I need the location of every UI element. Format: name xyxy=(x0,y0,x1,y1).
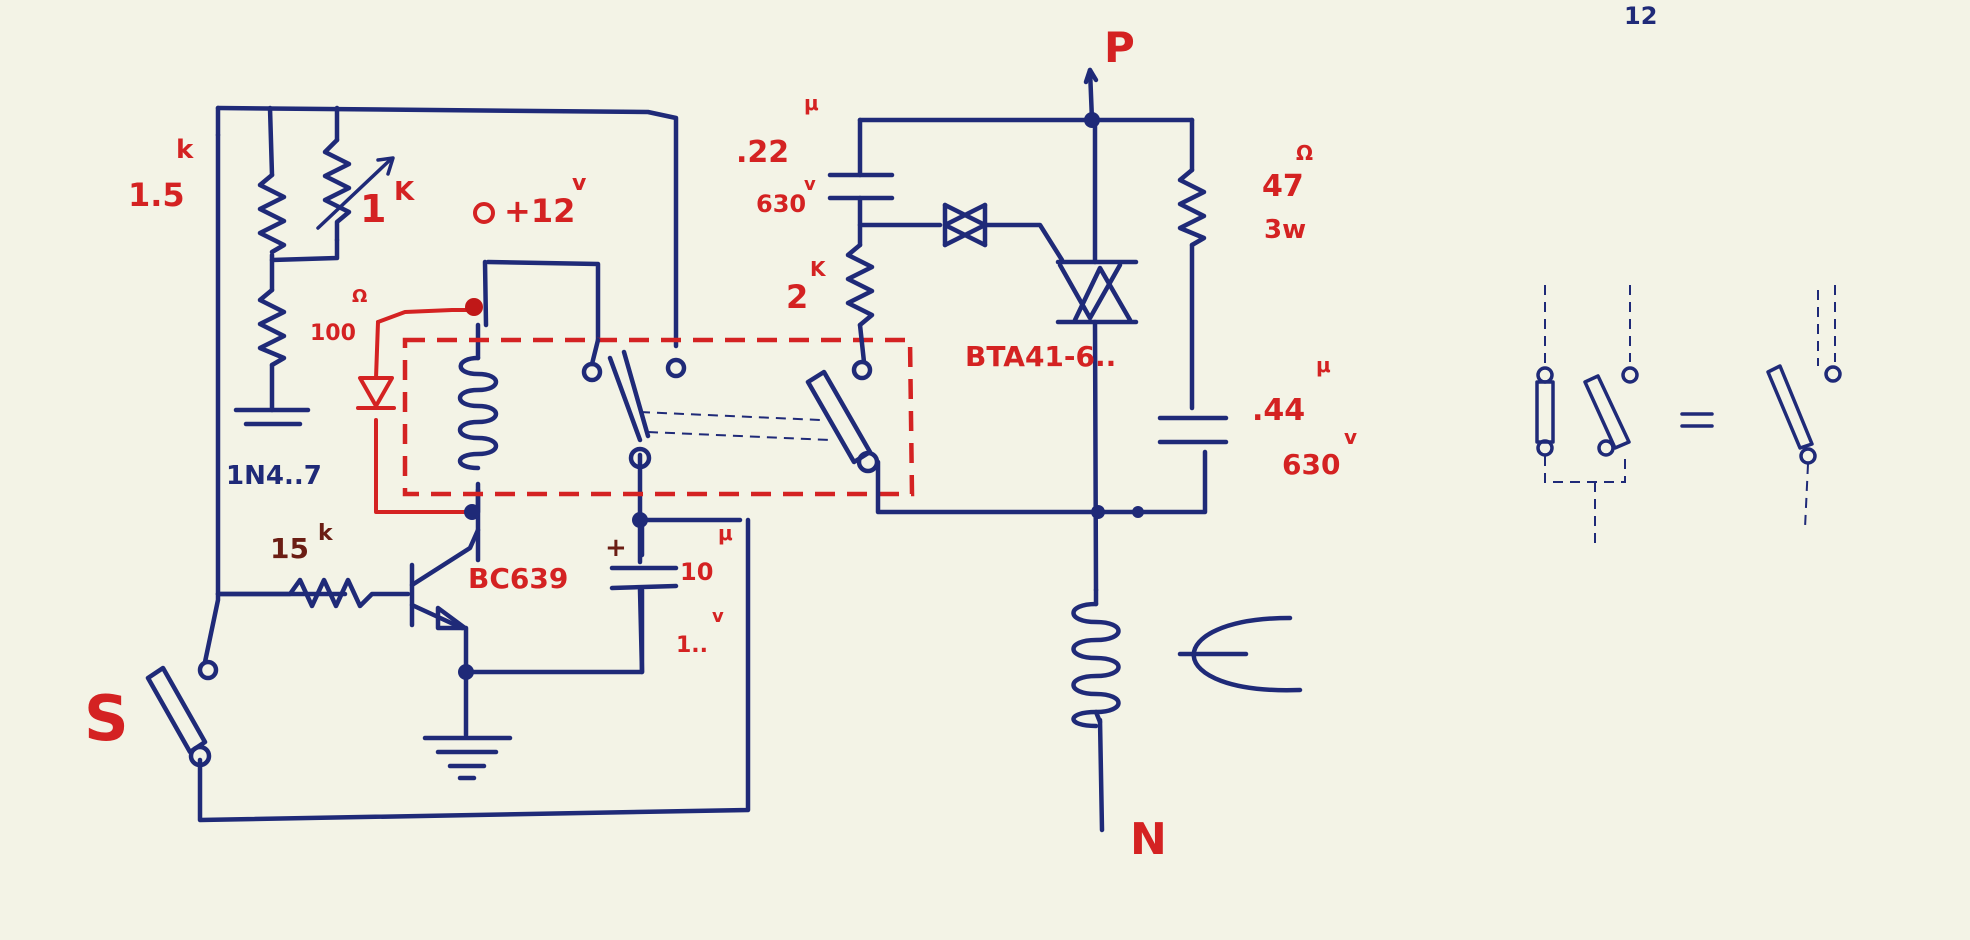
junction-dot xyxy=(1091,505,1105,519)
relay-enclosure xyxy=(402,337,915,497)
resistor-2k xyxy=(845,242,875,328)
c44-value-label: .44 xyxy=(1252,393,1305,428)
transistor-bc639 xyxy=(409,527,481,631)
c44-voltage-label: 630 xyxy=(1282,448,1340,481)
c22-voltage-label: 630 xyxy=(756,190,806,218)
mechanical-link-1 xyxy=(639,411,821,421)
resistor-lower xyxy=(257,287,287,368)
pot-unit-label: K xyxy=(394,177,415,207)
mechanical-link-2 xyxy=(647,431,831,441)
c22-voltage-unit-label: v xyxy=(804,174,816,195)
junction-dot xyxy=(1084,112,1100,128)
junction-dot xyxy=(458,664,474,680)
switch-equivalence-note xyxy=(1535,285,1842,545)
switch-s xyxy=(145,659,219,768)
zener-diode-symbol xyxy=(233,407,311,427)
potentiometer-1k xyxy=(316,137,395,243)
r1-value-label: 1.5 xyxy=(128,176,185,214)
junction-dot xyxy=(632,512,648,528)
load-coil xyxy=(1071,587,1121,729)
relay-contact-left xyxy=(581,337,687,470)
right-wiring xyxy=(857,67,1208,833)
c44-unit-label: μ xyxy=(1316,353,1331,377)
r2k-value-label: 2 xyxy=(786,278,808,316)
capacitor-022u xyxy=(827,172,895,201)
cap-voltage-label: 1.. xyxy=(676,633,708,658)
junction-dot xyxy=(464,504,480,520)
phase-label: P xyxy=(1104,23,1135,72)
triac-bta41 xyxy=(1055,259,1139,325)
cap-voltage-unit-label: v xyxy=(712,606,724,627)
supply-unit-label: v xyxy=(572,171,587,196)
relay-contact-terminal xyxy=(851,359,873,381)
c22-unit-label: μ xyxy=(804,91,819,115)
relay-contact-right xyxy=(805,369,880,474)
r47-power-label: 3w xyxy=(1264,215,1306,245)
junction-dot-red xyxy=(465,298,483,316)
transistor-label: BC639 xyxy=(468,562,568,595)
relay-coil xyxy=(457,322,499,515)
r100-value-label: 100 xyxy=(310,321,356,346)
r1-prefix-label: k xyxy=(176,135,194,165)
r47-unit-label: Ω xyxy=(1296,141,1313,165)
diac xyxy=(942,202,988,248)
red-protection-loop xyxy=(356,308,477,514)
cap-unit-label: μ xyxy=(718,521,733,545)
cap-value-label: 10 xyxy=(680,558,713,586)
r47-value-label: 47 xyxy=(1262,169,1304,204)
supply-label: +12 xyxy=(504,192,575,230)
junction-dot xyxy=(1132,506,1144,518)
triac-label: BTA41-6.. xyxy=(965,340,1116,373)
corner-mark-label: 12 xyxy=(1624,2,1657,30)
r15-value-label: 15 xyxy=(270,532,309,565)
motor-core-symbol xyxy=(1177,615,1303,693)
supply-terminal xyxy=(473,202,495,224)
r2k-unit-label: K xyxy=(810,257,827,281)
r100-unit-label: Ω xyxy=(352,286,367,307)
r15-unit-label: k xyxy=(318,521,334,546)
capacitor-044u xyxy=(1157,415,1229,445)
c44-voltage-unit-label: v xyxy=(1344,425,1357,449)
cap-plus-label: + xyxy=(605,533,627,563)
resistor-47r xyxy=(1177,167,1207,248)
c22-value-label: .22 xyxy=(736,135,789,170)
zener-label: 1N4..7 xyxy=(226,461,322,491)
resistor-15k xyxy=(215,577,411,609)
switch-s-label: S xyxy=(84,682,129,755)
pot-value-label: 1 xyxy=(360,187,386,231)
resistor-1k5 xyxy=(257,172,287,255)
neutral-label: N xyxy=(1130,814,1167,865)
ground-symbol xyxy=(422,735,513,781)
